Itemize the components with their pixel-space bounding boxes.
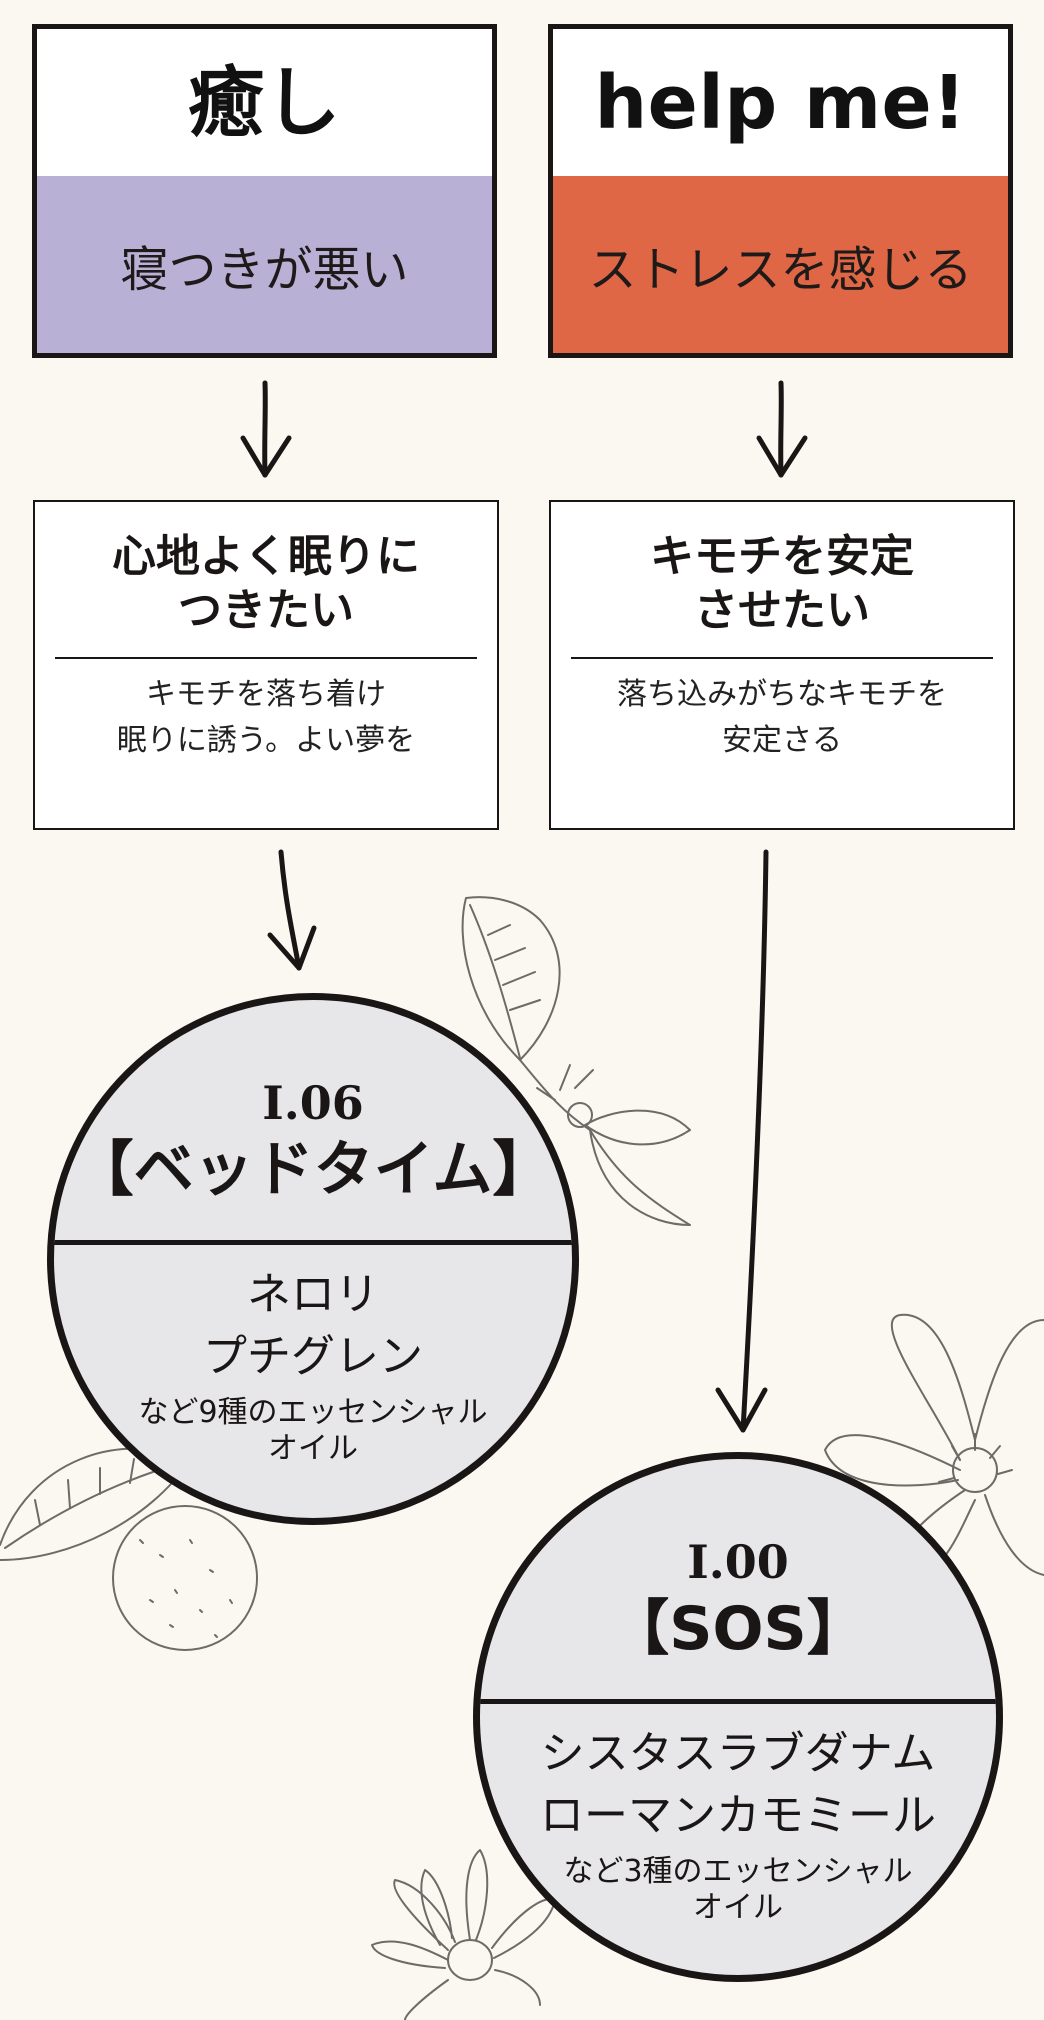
product-name: 【ベッドタイム】 bbox=[73, 1135, 553, 1205]
card-title: 癒し bbox=[188, 57, 341, 147]
oil-name: ネロリ bbox=[247, 1269, 379, 1320]
goal-heading-line: キモチを安定 bbox=[650, 531, 914, 582]
divider bbox=[55, 657, 477, 659]
oil-note: など9種のエッセンシャル オイル bbox=[54, 1395, 572, 1467]
symptom-band: 寝つきが悪い bbox=[37, 176, 492, 353]
goal-heading-line: つきたい bbox=[178, 585, 354, 636]
divider bbox=[571, 657, 993, 659]
oil-name: プチグレン bbox=[203, 1331, 423, 1382]
goal-description-line: 眠りに誘う。よい夢を bbox=[116, 723, 416, 758]
circle-divider bbox=[54, 1240, 572, 1245]
category-card-iyashi: 癒し 寝つきが悪い bbox=[32, 24, 497, 358]
hand-drawn-down-arrow-icon bbox=[240, 380, 292, 478]
oil-name: ローマンカモミール bbox=[540, 1790, 936, 1841]
goal-description-line: 安定さる bbox=[722, 723, 842, 758]
oil-note-line: など9種のエッセンシャル bbox=[138, 1395, 488, 1430]
hand-drawn-down-arrow-icon bbox=[756, 380, 808, 478]
oil-note: など3種のエッセンシャル オイル bbox=[480, 1854, 996, 1926]
oil-name: シスタスラブダナム bbox=[540, 1728, 936, 1779]
leaf-branch-illustration bbox=[461, 896, 691, 1226]
hand-drawn-down-arrow-icon bbox=[267, 849, 317, 971]
product-name: 【SOS】 bbox=[609, 1594, 867, 1664]
goal-description-line: キモチを落ち着け bbox=[146, 677, 386, 712]
goal-card-stability: キモチを安定 させたい 落ち込みがちなキモチを 安定さる bbox=[549, 500, 1015, 830]
circle-divider bbox=[480, 1699, 996, 1704]
symptom-band: ストレスを感じる bbox=[553, 176, 1008, 353]
product-code: I.00 bbox=[687, 1535, 789, 1589]
goal-heading-line: 心地よく眠りに bbox=[112, 531, 420, 582]
goal-description: キモチを落ち着け 眠りに誘う。よい夢を bbox=[35, 672, 497, 764]
goal-description: 落ち込みがちなキモチを 安定さる bbox=[551, 672, 1013, 764]
goal-heading: キモチを安定 させたい bbox=[551, 530, 1013, 638]
hand-drawn-down-arrow-icon bbox=[715, 849, 769, 1433]
goal-description-line: 落ち込みがちなキモチを bbox=[617, 677, 947, 712]
goal-heading-line: させたい bbox=[694, 585, 870, 636]
goal-card-sleep: 心地よく眠りに つきたい キモチを落ち着け 眠りに誘う。よい夢を bbox=[33, 500, 499, 830]
card-title: help me! bbox=[594, 59, 967, 146]
oil-note-line: オイル bbox=[268, 1431, 358, 1466]
oil-note-line: など3種のエッセンシャル bbox=[563, 1854, 913, 1889]
product-circle-sos: I.00 【SOS】 シスタスラブダナム ローマンカモミール など3種のエッセン… bbox=[473, 1452, 1003, 1982]
category-card-help-me: help me! ストレスを感じる bbox=[548, 24, 1013, 358]
product-circle-bedtime: I.06 【ベッドタイム】 ネロリ プチグレン など9種のエッセンシャル オイル bbox=[47, 993, 579, 1525]
product-code: I.06 bbox=[262, 1076, 364, 1130]
oil-note-line: オイル bbox=[693, 1890, 783, 1925]
goal-heading: 心地よく眠りに つきたい bbox=[35, 530, 497, 638]
